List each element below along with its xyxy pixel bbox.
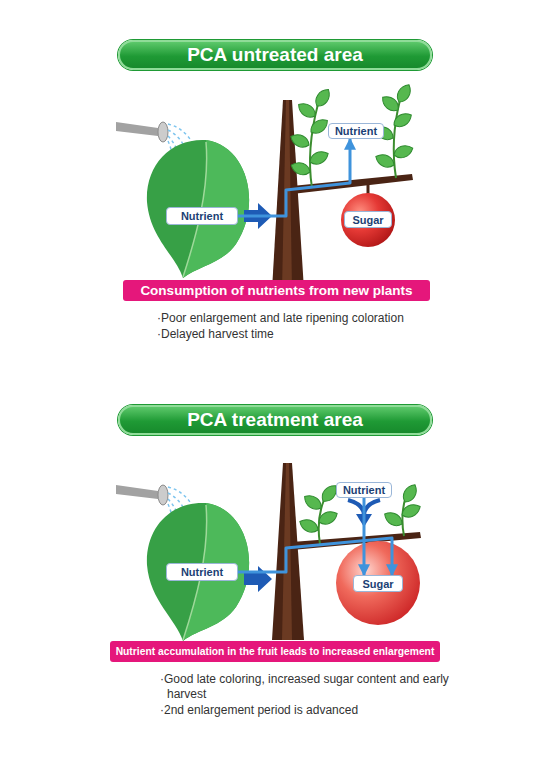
leaf-and-can	[116, 485, 272, 641]
sugar-text: Sugar	[352, 214, 383, 226]
sugar-tag: Sugar	[344, 211, 392, 228]
nutrient-text: Nutrient	[181, 566, 223, 578]
trunk-highlight	[282, 463, 292, 640]
flow-arrow	[238, 538, 392, 575]
header-text: PCA untreated area	[187, 44, 363, 66]
new-shoots	[297, 482, 422, 544]
flow-arrow	[238, 139, 350, 216]
header-pill: PCA untreated area	[118, 40, 432, 70]
header-pill: PCA treatment area	[118, 405, 432, 435]
sugar-text: Sugar	[362, 578, 393, 590]
nutrient-text: Nutrient	[343, 484, 385, 496]
result-text: Consumption of nutrients from new plants	[140, 283, 412, 298]
bullet-note: ·2nd enlargement period is advanced	[160, 703, 480, 718]
merge-arrow	[348, 500, 380, 516]
nutrient-tag: Nutrient	[166, 563, 238, 581]
sugar-tag: Sugar	[353, 575, 403, 592]
nutrient-tag: Nutrient	[328, 123, 384, 139]
trunk	[272, 463, 304, 640]
merge-arrow-head	[356, 514, 372, 527]
result-band: Consumption of nutrients from new plants	[123, 280, 430, 301]
nutrient-text: Nutrient	[181, 210, 223, 222]
leaf-and-can	[116, 122, 272, 278]
bullet-note: ·Delayed harvest time	[157, 327, 477, 342]
new-shoots	[288, 82, 414, 188]
bullet-note: ·Poor enlargement and late ripening colo…	[157, 311, 477, 326]
result-band: Nutrient accumulation in the fruit leads…	[110, 641, 440, 662]
trunk-highlight	[282, 100, 292, 290]
trunk	[272, 100, 304, 290]
nutrient-tag: Nutrient	[166, 207, 238, 225]
flow-arrow	[363, 498, 366, 575]
treated-illustration	[116, 463, 423, 641]
fruit	[336, 541, 420, 625]
untreated-illustration	[116, 82, 415, 290]
fruit-stem	[367, 181, 370, 195]
fruit	[341, 193, 395, 247]
nutrient-text: Nutrient	[335, 125, 377, 137]
result-text: Nutrient accumulation in the fruit leads…	[116, 646, 435, 657]
header-text: PCA treatment area	[187, 409, 363, 431]
bullet-note: ·Good late coloring, increased sugar con…	[160, 672, 460, 702]
nutrient-tag: Nutrient	[336, 482, 392, 498]
